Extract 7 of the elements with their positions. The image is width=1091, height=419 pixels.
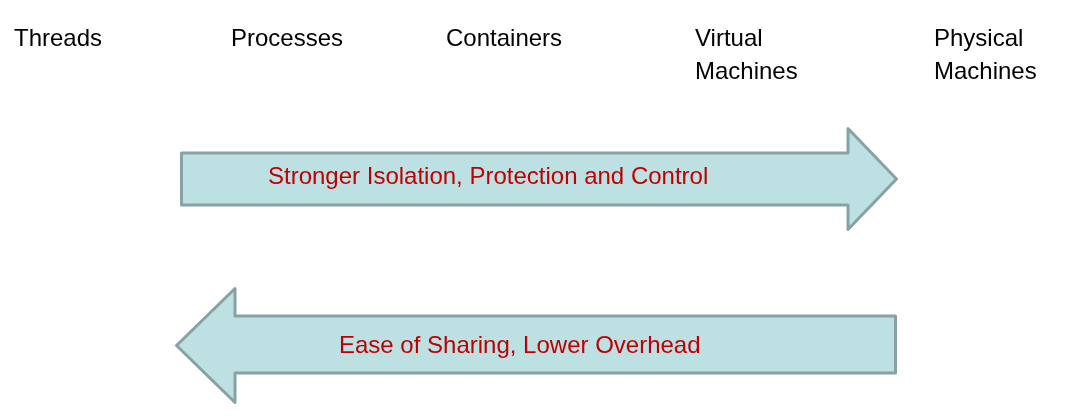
category-label: Threads xyxy=(14,23,103,53)
category-label: Containers xyxy=(446,23,563,53)
category-label: Processes xyxy=(231,23,344,53)
arrow-label: Ease of Sharing, Lower Overhead xyxy=(339,331,701,359)
category-label: Physical Machines xyxy=(934,23,1038,86)
category-label: Virtual Machines xyxy=(695,23,799,86)
arrow-label: Stronger Isolation, Protection and Control xyxy=(268,162,709,190)
